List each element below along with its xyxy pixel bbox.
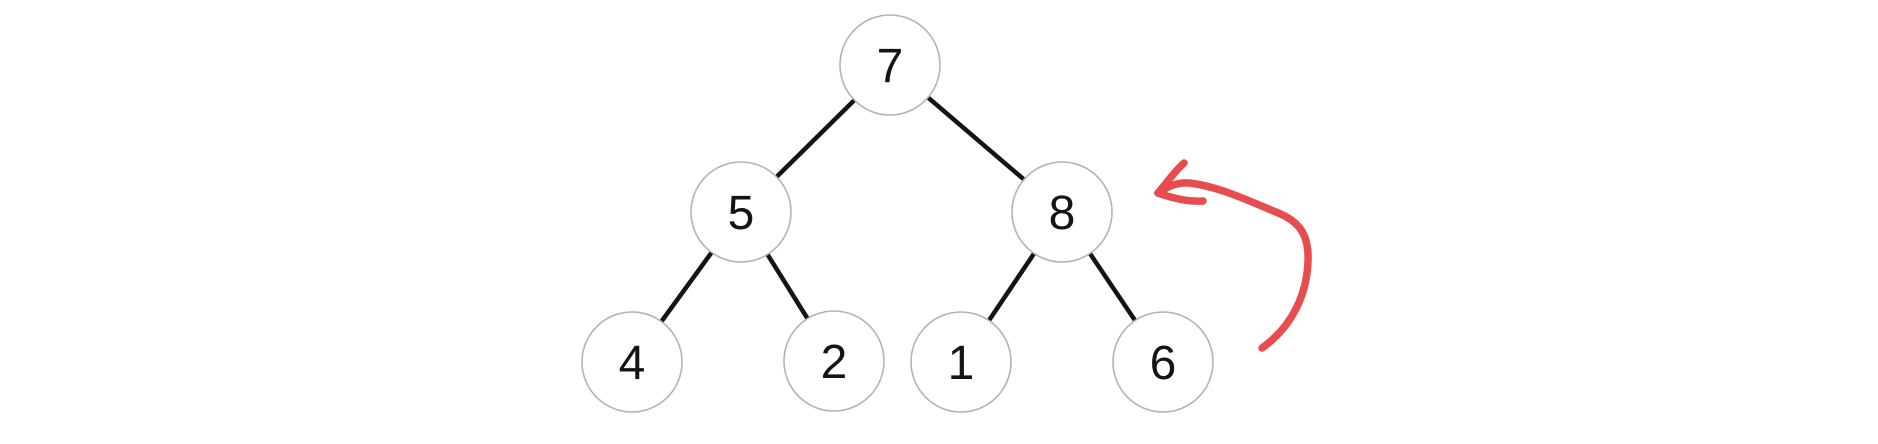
tree-node-label-8: 8 (1049, 187, 1076, 240)
tree-node-label-1: 1 (948, 337, 975, 390)
tree-node-circle-8 (1011, 161, 1113, 263)
tree-node-label-2: 2 (821, 336, 848, 389)
annotation-arrow-head-barb-2 (1154, 189, 1207, 205)
tree-node-circle-4 (581, 311, 683, 413)
tree-node-label-6: 6 (1150, 337, 1177, 390)
tree-node-label-7: 7 (877, 40, 904, 93)
tree-nodes-layer: 7 5 8 4 2 1 6 (581, 14, 1214, 413)
tree-node-circle-7 (839, 14, 941, 116)
annotation-arrow-shaft (1154, 179, 1312, 352)
tree-node-circle-6 (1112, 311, 1214, 413)
tree-node-label-5: 5 (728, 187, 755, 240)
tree-node-label-4: 4 (619, 337, 646, 390)
tree-node-circle-5 (690, 161, 792, 263)
tree-node-circle-1 (910, 311, 1012, 413)
annotation-arrow-layer (1154, 159, 1312, 352)
tree-node-circle-2 (783, 310, 885, 412)
